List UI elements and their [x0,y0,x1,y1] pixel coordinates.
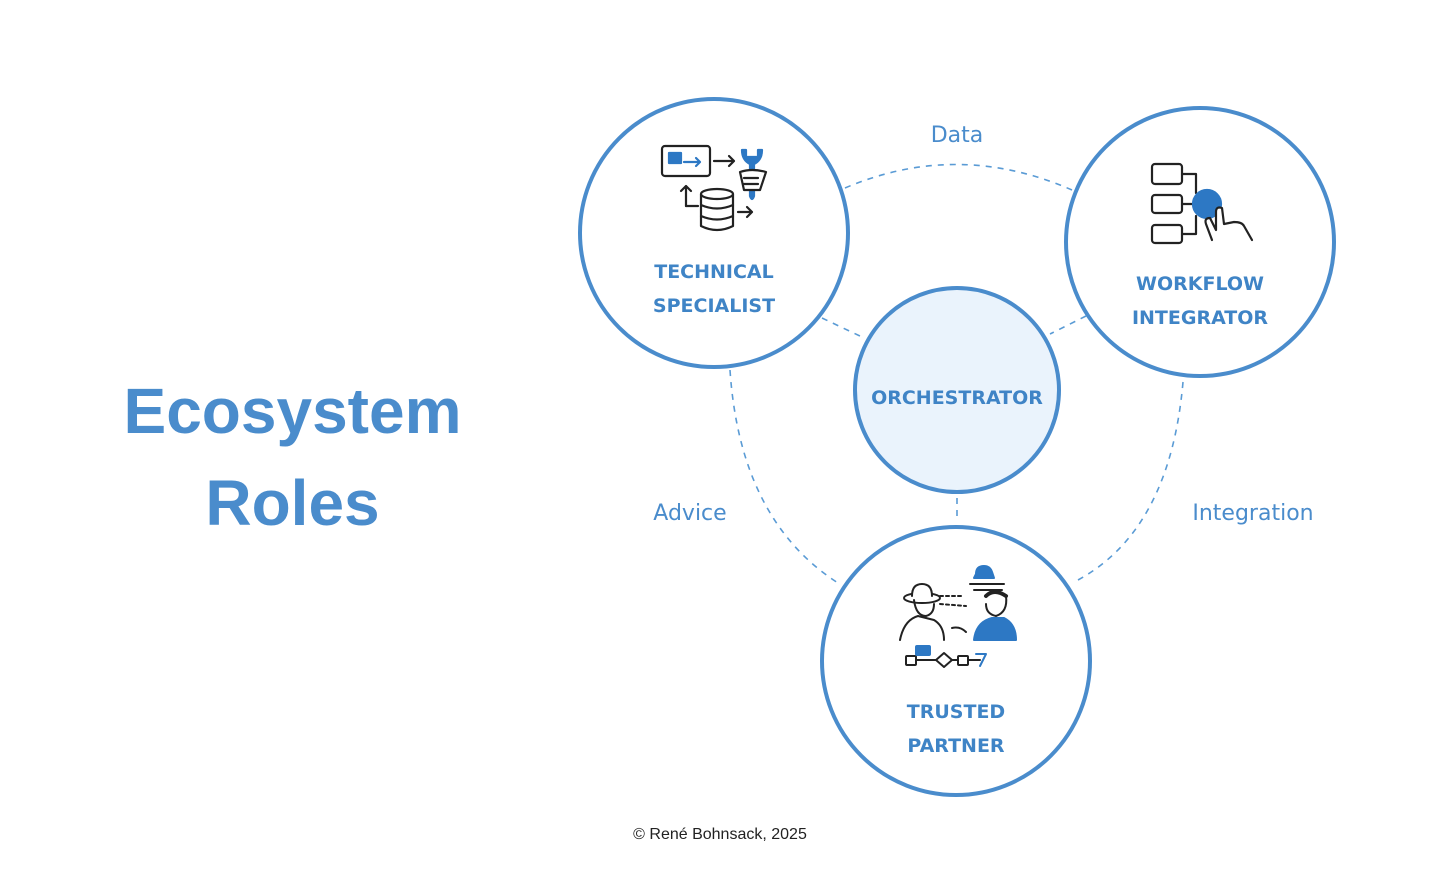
workflow-integrator-label-line-1: WORKFLOW [1136,273,1264,295]
connector-advice-arc [729,369,839,584]
workflow-integrator-label-line-2: INTEGRATOR [1132,307,1268,329]
diagram-title: Ecosystem Roles [60,365,525,549]
technical-specialist-label-line-2: SPECIALIST [653,295,775,317]
connector-data-arc [844,163,1073,191]
data-link-label: Data [931,123,984,148]
dashed-connectors [729,163,1184,584]
advice-link-label: Advice [653,501,726,526]
title-line-1: Ecosystem [123,375,462,447]
orchestrator-circle [853,286,1061,494]
connector-integrator-orchestrator [1049,315,1087,335]
technical-specialist-circle [578,97,850,369]
trusted-partner-label-line-1: TRUSTED [907,701,1005,723]
workflow-integrator-circle [1064,106,1336,378]
workflow-touch-icon [1150,162,1254,245]
connector-specialist-orchestrator [821,317,863,338]
title-line-2: Roles [205,467,380,539]
data-tools-icon [660,144,768,232]
technical-specialist-label-line-1: TECHNICAL [654,261,774,283]
partners-conversation-icon [899,565,1017,668]
copyright-notice: © René Bohnsack, 2025 [633,826,807,843]
trusted-partner-label-line-2: PARTNER [907,735,1005,757]
integration-link-label: Integration [1192,501,1313,526]
connector-integration-arc [1077,381,1184,581]
orchestrator-label: ORCHESTRATOR [871,387,1043,409]
